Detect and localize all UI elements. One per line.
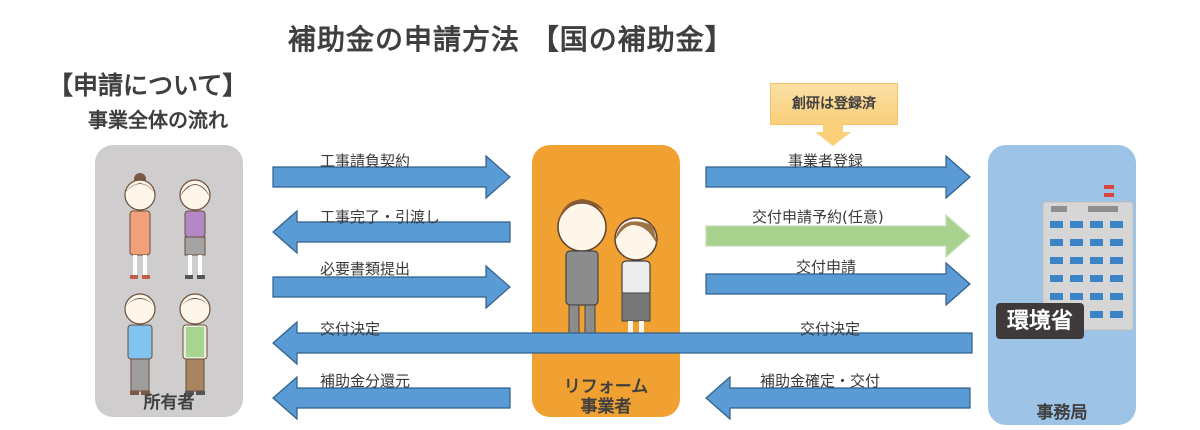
building-window <box>1090 239 1103 246</box>
flow-label-decision: 交付決定 <box>800 320 861 338</box>
flow-label-registration: 事業者登録 <box>788 152 864 170</box>
person-businesswoman <box>614 217 658 344</box>
building-window <box>1110 239 1123 246</box>
flow-arrow-right <box>705 261 971 307</box>
person-businessman <box>557 199 607 344</box>
section-title: 【申請について】 <box>48 71 248 100</box>
secretariat-panel: 環境省 事務局 <box>988 145 1136 425</box>
family-people-icon <box>124 173 211 395</box>
reform-company-panel: リフォーム 事業者 <box>532 145 680 417</box>
building-window <box>1070 221 1083 228</box>
building-window <box>1090 293 1103 300</box>
flow-label-contract: 工事請負契約 <box>320 152 411 170</box>
building-window <box>1090 221 1103 228</box>
building-window <box>1090 257 1103 264</box>
ministry-sign: 環境省 <box>1007 308 1073 334</box>
person-woman-cardigan <box>179 179 211 279</box>
building-window <box>1050 293 1063 300</box>
person-woman-apron <box>124 173 156 279</box>
flow-arrow-right <box>705 154 971 200</box>
flow-label-documents: 必要書類提出 <box>320 260 411 278</box>
reform-label-line1: リフォーム <box>563 377 649 397</box>
building-window <box>1070 293 1083 300</box>
building-window <box>1070 275 1083 282</box>
building-window <box>1050 275 1063 282</box>
building-window <box>1050 239 1063 246</box>
flow-label-reservation: 交付申請予約(任意) <box>752 208 884 226</box>
flow-arrow-left <box>272 375 511 421</box>
business-people-icon <box>557 199 658 344</box>
building-window <box>1070 239 1083 246</box>
office-building-icon: 環境省 <box>996 185 1134 339</box>
building-window <box>1110 293 1123 300</box>
building-window <box>1110 221 1123 228</box>
callout-down-arrow-icon <box>815 124 851 146</box>
building-window <box>1110 257 1123 264</box>
flow-arrow-right <box>272 154 511 200</box>
flow-label-refund: 補助金分還元 <box>320 372 411 390</box>
flow-label-completion: 工事完了・引渡し <box>320 208 441 226</box>
flow-arrow-right <box>272 264 511 310</box>
owner-label: 所有者 <box>143 393 195 413</box>
building-window <box>1050 257 1063 264</box>
flow-label-finalize: 補助金確定・交付 <box>760 372 881 390</box>
person-man-sweater <box>124 293 156 395</box>
flow-label-application: 交付申請 <box>796 258 857 276</box>
flow-arrow-left <box>272 209 511 255</box>
reform-label-line2: 事業者 <box>580 397 632 417</box>
person-man-vest <box>179 293 211 395</box>
building-window <box>1090 311 1103 318</box>
page-title: 補助金の申請方法 【国の補助金】 <box>288 23 734 56</box>
flow-label-decision-owner: 交付決定 <box>320 320 381 338</box>
building-window <box>1090 275 1103 282</box>
flow-arrow-left <box>705 375 971 421</box>
flow-arrow-right <box>705 213 971 259</box>
office-label: 事務局 <box>1036 403 1088 423</box>
flow-arrow-decision-long <box>272 320 973 366</box>
building-window <box>1110 275 1123 282</box>
owner-panel: 所有者 <box>95 145 243 417</box>
building-window <box>1110 311 1123 318</box>
building-window <box>1050 221 1063 228</box>
section-subtitle: 事業全体の流れ <box>88 108 228 132</box>
building-window <box>1070 257 1083 264</box>
